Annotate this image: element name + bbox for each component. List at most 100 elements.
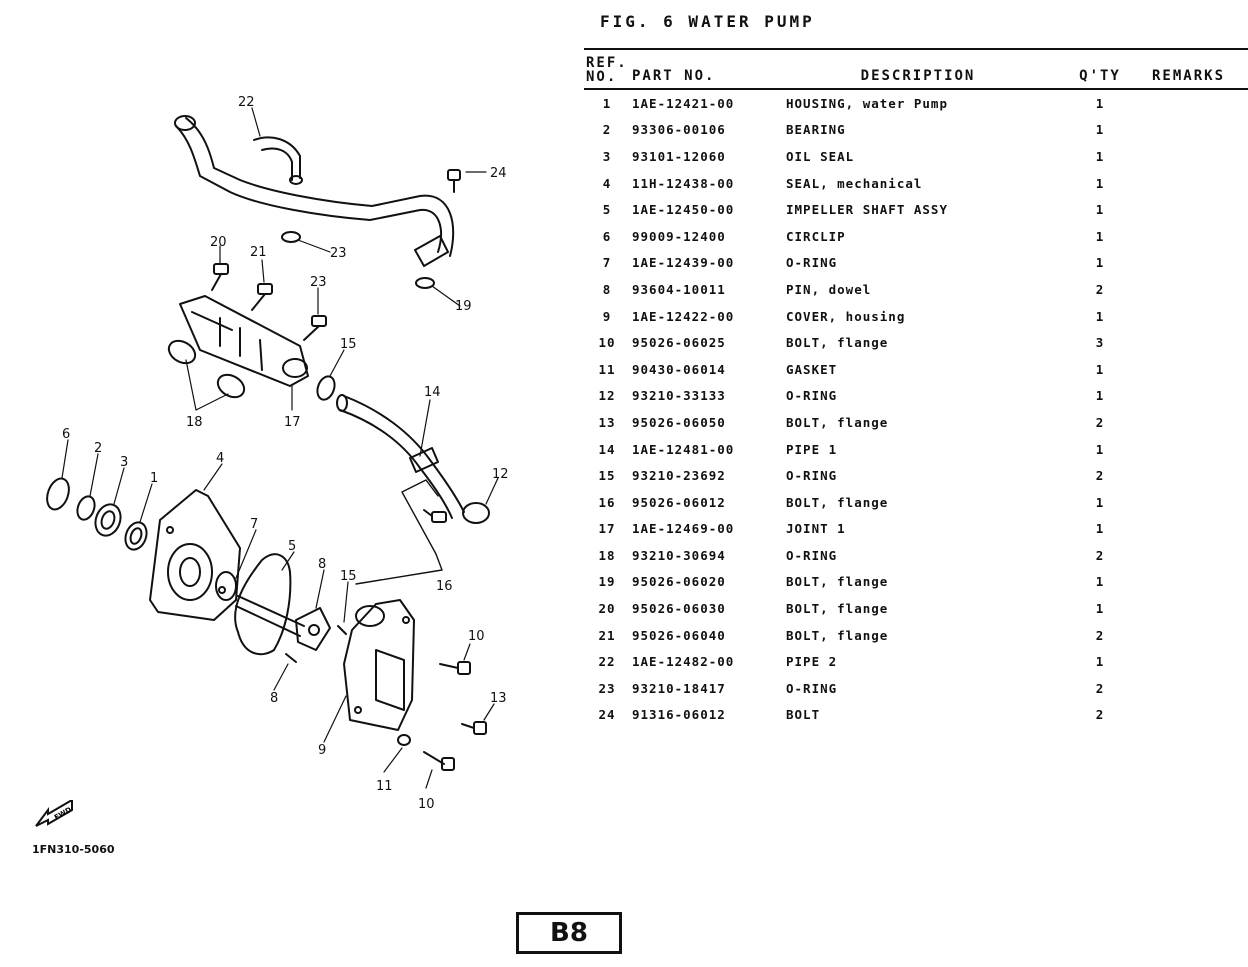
cell-part-no: 95026-06050 [632, 414, 726, 430]
cell-ref: 17 [598, 521, 616, 537]
cell-ref: 19 [598, 574, 616, 590]
parts-table: REF. NO. PART NO. DESCRIPTION Q'TY REMAR… [584, 48, 1248, 728]
cell-ref: 6 [602, 228, 612, 244]
cell-ref: 9 [602, 308, 612, 324]
cell-ref: 1 [602, 95, 612, 111]
circlip-6-drawing [76, 495, 96, 521]
cell-description: O-RING [786, 547, 838, 563]
bearing-2-drawing [94, 503, 122, 537]
cell-ref: 21 [598, 627, 616, 643]
mech-seal-4-drawing [215, 571, 237, 601]
cell-remarks [1138, 170, 1248, 197]
cell-qty: 1 [1095, 388, 1105, 404]
cell-part-no: 99009-12400 [632, 228, 726, 244]
o-ring-12-drawing [46, 477, 70, 511]
cell-remarks [1138, 329, 1248, 356]
cell-remarks [1138, 250, 1248, 277]
cell-part-no: 90430-06014 [632, 361, 726, 377]
cell-description: PIPE 1 [786, 441, 838, 457]
cell-qty: 2 [1095, 414, 1105, 430]
cell-ref: 12 [598, 388, 616, 404]
cell-remarks [1138, 542, 1248, 569]
o-ring-15b-drawing [462, 502, 490, 524]
cell-qty: 3 [1095, 335, 1105, 351]
oil-seal-3-drawing [124, 521, 148, 551]
gasket-11-drawing [397, 734, 411, 746]
cell-part-no: 93306-00106 [632, 122, 726, 138]
cell-ref: 2 [602, 122, 612, 138]
cell-description: PIPE 2 [786, 654, 838, 670]
cell-remarks [1138, 516, 1248, 543]
cell-remarks [1138, 117, 1248, 144]
header-qty: Q'TY [1062, 48, 1138, 90]
cell-part-no: 95026-06030 [632, 601, 726, 617]
figure-title: FIG. 6 WATER PUMP [600, 12, 815, 31]
cell-qty: 1 [1095, 95, 1105, 111]
joint-1-drawing [179, 295, 309, 387]
callout-number: 23 [330, 246, 347, 261]
cell-qty: 1 [1095, 654, 1105, 670]
cell-remarks [1138, 648, 1248, 675]
bolts-19-21-drawing [211, 263, 327, 341]
header-remarks: REMARKS [1138, 48, 1248, 90]
callout-number: 8 [270, 691, 278, 706]
cell-description: BEARING [786, 122, 846, 138]
cell-part-no: 1AE-12439-00 [632, 255, 735, 271]
bolt-24-drawing [447, 169, 461, 193]
cell-part-no: 11H-12438-00 [632, 175, 735, 191]
cell-qty: 2 [1095, 281, 1105, 297]
cell-part-no: 93210-18417 [632, 680, 726, 696]
cell-remarks [1138, 462, 1248, 489]
table-row: 17 1AE-12469-00 JOINT 1 1 [584, 516, 1248, 543]
o-ring-18a-drawing [167, 339, 197, 365]
cell-part-no: 91316-06012 [632, 707, 726, 723]
cell-description: BOLT, flange [786, 335, 889, 351]
cell-ref: 23 [598, 680, 616, 696]
callout-number: 16 [436, 579, 453, 594]
callout-number: 9 [318, 743, 326, 758]
cell-part-no: 93210-30694 [632, 547, 726, 563]
cell-qty: 1 [1095, 601, 1105, 617]
cell-description: JOINT 1 [786, 521, 846, 537]
cell-description: BOLT, flange [786, 414, 889, 430]
cell-description: O-RING [786, 388, 838, 404]
cell-ref: 16 [598, 494, 616, 510]
callout-number: 6 [62, 427, 70, 442]
cell-part-no: 1AE-12422-00 [632, 308, 735, 324]
cell-qty: 1 [1095, 521, 1105, 537]
cell-part-no: 95026-06040 [632, 627, 726, 643]
callout-number: 1 [150, 471, 158, 486]
housing-1-drawing [149, 489, 241, 621]
o-ring-15a-drawing [316, 375, 336, 401]
cell-qty: 2 [1095, 468, 1105, 484]
cell-ref: 13 [598, 414, 616, 430]
cell-remarks [1138, 409, 1248, 436]
cell-part-no: 1AE-12482-00 [632, 654, 735, 670]
cell-remarks [1138, 196, 1248, 223]
cell-part-no: 93210-33133 [632, 388, 726, 404]
cell-ref: 10 [598, 335, 616, 351]
callout-number: 8 [318, 557, 326, 572]
cell-remarks [1138, 595, 1248, 622]
cell-ref: 24 [598, 707, 616, 723]
page-code: B8 [516, 912, 622, 954]
cell-part-no: 95026-06012 [632, 494, 726, 510]
cell-qty: 1 [1095, 175, 1105, 191]
drawing-code: 1FN310-5060 [32, 843, 115, 856]
callout-number: 12 [492, 467, 509, 482]
table-row: 13 95026-06050 BOLT, flange 2 [584, 409, 1248, 436]
cell-description: IMPELLER SHAFT ASSY [786, 202, 948, 218]
cell-part-no: 1AE-12469-00 [632, 521, 735, 537]
